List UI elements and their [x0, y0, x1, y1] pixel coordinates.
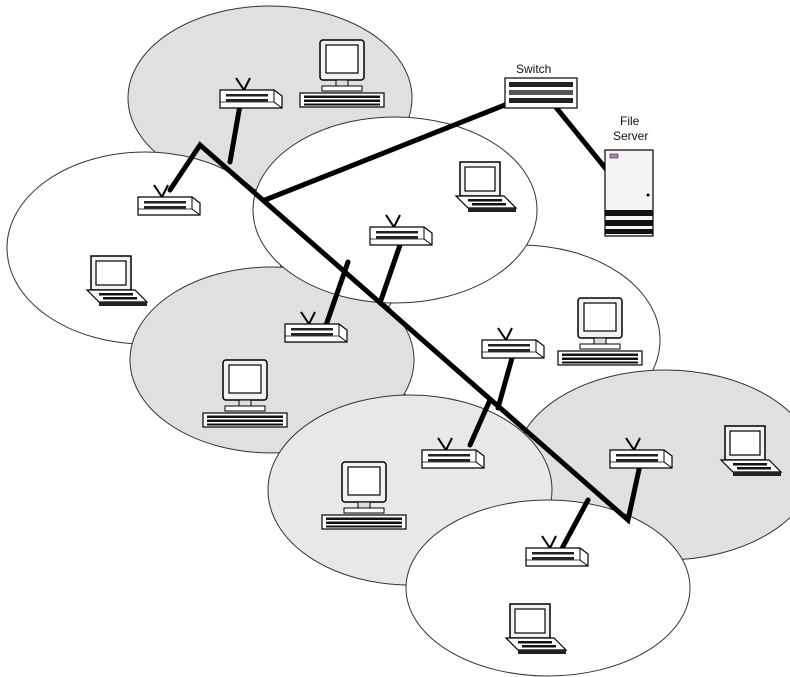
drop-ap-5	[495, 355, 515, 411]
drop-ap-1	[227, 102, 243, 165]
switch-label: Switch	[516, 62, 551, 76]
drop-ap-8	[557, 497, 591, 555]
file-server-label-line2: Server	[613, 129, 648, 143]
coverage-cells	[6, 5, 790, 677]
backbone-main-cable	[167, 141, 643, 525]
drop-ap-4	[377, 242, 403, 306]
uplink-to-switch	[262, 92, 533, 203]
file-server-label-line1: File	[620, 114, 640, 128]
drop-ap-3	[322, 259, 351, 331]
cell-8	[405, 499, 691, 677]
backbone-cabling	[167, 92, 643, 555]
drop-ap-6	[467, 397, 493, 448]
network-switch: Switch	[504, 62, 578, 109]
switch-to-server-cable	[547, 97, 618, 183]
file-server: File Server	[604, 114, 654, 237]
